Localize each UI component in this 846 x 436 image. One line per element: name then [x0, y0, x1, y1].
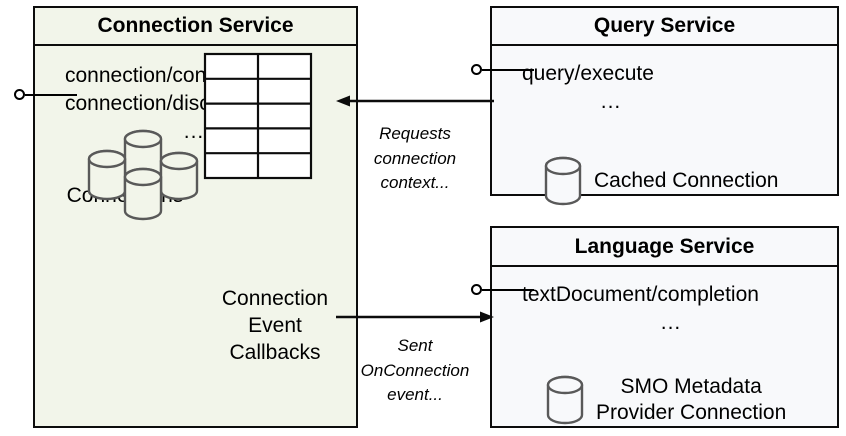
cached-connection-artifact: Cached Connection [542, 154, 778, 208]
query-service-provided-interface[interactable] [471, 64, 534, 75]
callbacks-line-1: Connection [221, 287, 329, 310]
connection-service-ellipsis: ... [183, 119, 205, 143]
arrow-sent-onconnection-event [336, 311, 494, 323]
language-service-operations: textDocument/completion ... [522, 281, 820, 337]
operation-connection-connect[interactable]: connection/connect [65, 64, 246, 87]
requests-label-line-2: connection [373, 148, 457, 168]
connection-service-title: Connection Service [35, 8, 356, 46]
query-service-operations: query/execute ... [522, 60, 700, 116]
callbacks-line-3: Callbacks [229, 340, 321, 364]
arrow-label-requests-connection-context: Requests connection context... [356, 122, 474, 196]
language-service-ellipsis: ... [660, 310, 682, 334]
callbacks-line-2: Event [248, 313, 302, 337]
interface-lollipop-icon [471, 284, 482, 295]
query-service-ellipsis: ... [600, 89, 622, 113]
language-service-provided-interface[interactable] [471, 284, 534, 295]
operation-textdocument-completion[interactable]: textDocument/completion [522, 283, 759, 306]
sent-label-line-3: event... [387, 385, 443, 405]
database-cylinder-icon [544, 156, 582, 206]
smo-connection-line-2: Provider Connection [596, 401, 787, 424]
database-cluster-icon [87, 129, 199, 221]
interface-lollipop-icon [471, 64, 482, 75]
smo-connection-line-1: SMO Metadata [620, 375, 762, 399]
callbacks-table-icon [203, 52, 313, 180]
component-language-service[interactable]: Language Service textDocument/completion… [490, 226, 839, 428]
language-service-body: textDocument/completion ... SMO Metadata… [492, 267, 837, 426]
query-service-title: Query Service [492, 8, 837, 46]
connection-service-body: connection/connect connection/disconnect… [35, 46, 356, 426]
interface-stem [482, 288, 534, 291]
requests-label-line-1: Requests [379, 124, 451, 143]
requests-label-line-3: context... [380, 173, 450, 193]
arrow-label-sent-onconnection-event: Sent OnConnection event... [352, 334, 478, 408]
smo-connection-label: SMO Metadata Provider Connection [596, 374, 786, 425]
cached-connection-label: Cached Connection [594, 169, 779, 193]
connection-event-callbacks-label: Connection Event Callbacks [195, 286, 355, 367]
connection-service-provided-interface[interactable] [14, 89, 77, 100]
query-service-body: query/execute ... Cached Connection [492, 46, 837, 206]
interface-stem [25, 93, 77, 96]
sent-label-line-2: OnConnection [360, 360, 470, 380]
smo-metadata-provider-connection-artifact: SMO Metadata Provider Connection [544, 373, 786, 427]
operation-query-execute[interactable]: query/execute [522, 62, 654, 85]
interface-stem [482, 68, 534, 71]
language-service-title: Language Service [492, 228, 837, 267]
component-query-service[interactable]: Query Service query/execute ... Cached C… [490, 6, 839, 206]
database-cylinder-icon [546, 375, 584, 425]
component-connection-service[interactable]: Connection Service connection/connect co… [33, 6, 358, 428]
arrow-requests-connection-context [336, 95, 494, 107]
sent-label-line-1: Sent [397, 336, 433, 355]
interface-lollipop-icon [14, 89, 25, 100]
